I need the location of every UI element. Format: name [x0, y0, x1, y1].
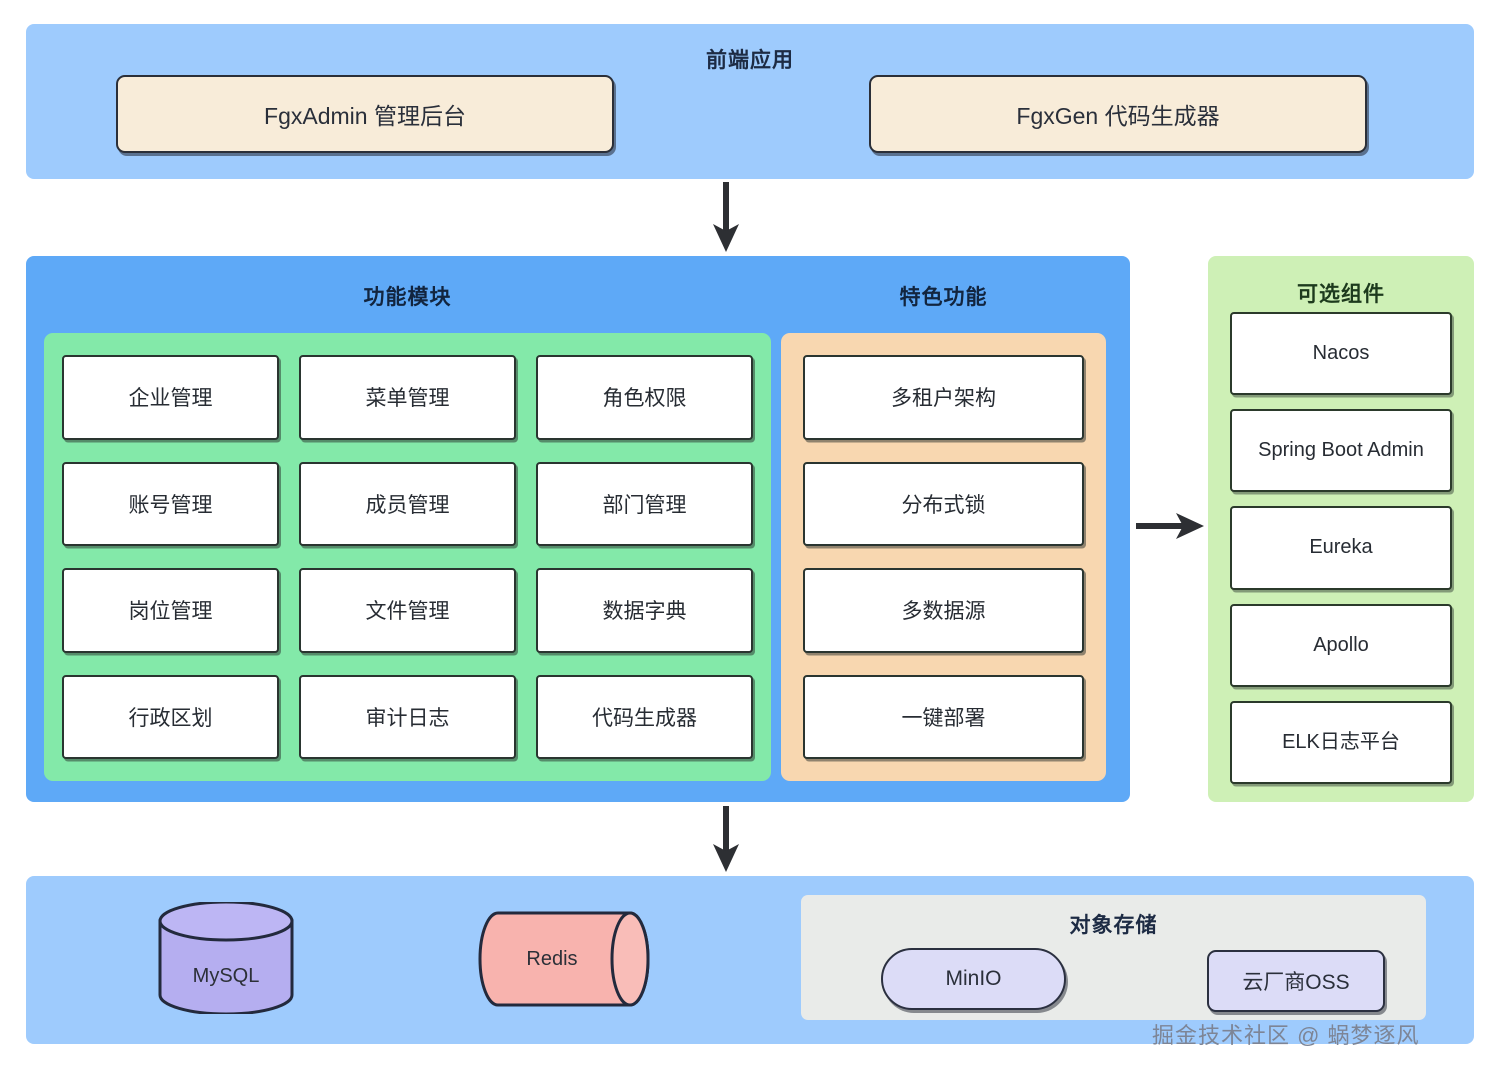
module-cell[interactable]: 企业管理 [62, 355, 279, 440]
optional-components-layer: 可选组件 Nacos Spring Boot Admin Eureka Apol… [1208, 256, 1474, 802]
feature-cell[interactable]: 分布式锁 [803, 461, 1084, 546]
optional-cell-apollo[interactable]: Apollo [1230, 603, 1452, 687]
optional-components-title: 可选组件 [1297, 283, 1385, 306]
module-cell[interactable]: 审计日志 [299, 674, 516, 759]
watermark: 掘金技术社区 @ 蜗梦逐风 [1152, 1023, 1420, 1048]
module-cell[interactable]: 数据字典 [536, 568, 753, 653]
modules-group-title: 功能模块 [363, 286, 452, 309]
node-fgxgen[interactable]: FgxGen 代码生成器 [869, 75, 1367, 153]
node-fgxadmin[interactable]: FgxAdmin 管理后台 [116, 75, 614, 153]
module-cell[interactable]: 文件管理 [299, 568, 516, 653]
redis-cylinder-icon [478, 911, 650, 1007]
module-cell[interactable]: 部门管理 [536, 461, 753, 546]
arrow-core-to-storage [713, 806, 739, 872]
features-group-title: 特色功能 [899, 286, 988, 309]
module-cell[interactable]: 行政区划 [62, 674, 279, 759]
module-cell[interactable]: 账号管理 [62, 461, 279, 546]
node-minio[interactable]: MinIO [881, 948, 1066, 1010]
object-storage-group: 对象存储 MinIO 云厂商OSS [801, 895, 1426, 1020]
features-panel: 多租户架构 分布式锁 多数据源 一键部署 [781, 333, 1106, 781]
module-cell[interactable]: 代码生成器 [536, 674, 753, 759]
optional-cell-nacos[interactable]: Nacos [1230, 312, 1452, 396]
feature-cell[interactable]: 一键部署 [803, 674, 1084, 759]
modules-panel: 企业管理 菜单管理 角色权限 账号管理 成员管理 部门管理 岗位管理 文件管理 … [44, 333, 771, 781]
frontend-layer-title: 前端应用 [706, 49, 794, 72]
feature-cell[interactable]: 多数据源 [803, 568, 1084, 653]
object-storage-title: 对象存储 [1069, 914, 1158, 937]
core-application-layer: 功能模块 特色功能 企业管理 菜单管理 角色权限 账号管理 成员管理 部门管理 … [26, 256, 1130, 802]
frontend-layer: 前端应用 FgxAdmin 管理后台 FgxGen 代码生成器 [26, 24, 1474, 179]
module-cell[interactable]: 菜单管理 [299, 355, 516, 440]
arrow-frontend-to-core [713, 182, 739, 252]
module-cell[interactable]: 角色权限 [536, 355, 753, 440]
mysql-cylinder-icon [158, 902, 294, 1014]
module-cell[interactable]: 岗位管理 [62, 568, 279, 653]
optional-cell-eureka[interactable]: Eureka [1230, 506, 1452, 590]
node-cloud-oss[interactable]: 云厂商OSS [1207, 950, 1385, 1012]
optional-cell-spring-boot-admin[interactable]: Spring Boot Admin [1230, 409, 1452, 493]
feature-cell[interactable]: 多租户架构 [803, 355, 1084, 440]
module-cell[interactable]: 成员管理 [299, 461, 516, 546]
optional-cell-elk[interactable]: ELK日志平台 [1230, 700, 1452, 784]
arrow-core-to-optional [1136, 513, 1204, 539]
